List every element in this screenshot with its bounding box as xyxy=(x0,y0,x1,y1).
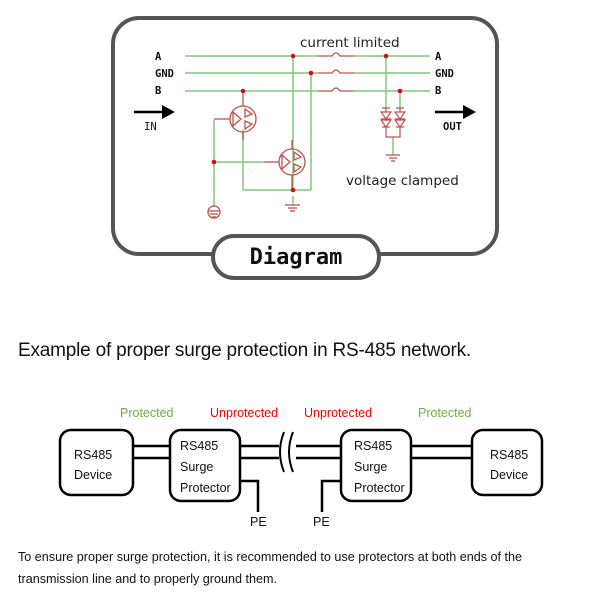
left-pe-lead xyxy=(240,479,260,512)
junction-dots xyxy=(211,53,403,193)
voltage-clamped-annotation: voltage clamped xyxy=(346,173,459,189)
right-pe-lead xyxy=(320,479,341,512)
junction-dot xyxy=(290,187,296,193)
zone-label-right-unprotected: Unprotected xyxy=(304,406,372,420)
right-pe-label: PE xyxy=(313,515,330,529)
junction-dot xyxy=(211,159,217,165)
junction-dot xyxy=(383,53,389,59)
left-protector-line2: Surge xyxy=(180,460,213,474)
tvs-diodes xyxy=(379,107,407,138)
gdt-2 xyxy=(264,140,306,190)
junction-dot xyxy=(397,88,403,94)
ground-symbol-tvs xyxy=(386,154,400,162)
left-pe-label: PE xyxy=(250,515,267,529)
zone-label-right-protected: Protected xyxy=(418,406,472,420)
fuse-gnd xyxy=(318,69,354,74)
bus-lines xyxy=(133,444,472,512)
current-limiters xyxy=(318,52,354,92)
right-protector-line3: Protector xyxy=(354,481,405,495)
output-arrow-label: OUT xyxy=(443,121,462,133)
right-protector-line2: Surge xyxy=(354,460,387,474)
input-arrow-label: IN xyxy=(144,121,157,133)
left-protector-line1: RS485 xyxy=(180,439,218,453)
right-device-line2: Device xyxy=(490,468,528,482)
right-device-line1: RS485 xyxy=(490,448,528,462)
junction-dot xyxy=(290,53,296,59)
zone-label-left-unprotected: Unprotected xyxy=(210,406,278,420)
junction-dot xyxy=(240,88,246,94)
footnote-text: To ensure proper surge protection, it is… xyxy=(18,550,523,586)
diagram-badge-label: Diagram xyxy=(250,245,343,270)
left-protector-line3: Protector xyxy=(180,481,231,495)
current-limited-annotation: current limited xyxy=(300,35,400,51)
input-line-label-a: A xyxy=(155,51,162,63)
left-device-line2: Device xyxy=(74,468,112,482)
input-arrow-icon xyxy=(134,105,175,119)
gdt-1 xyxy=(214,91,257,140)
junction-dot xyxy=(308,70,314,76)
output-line-label-a: A xyxy=(435,51,442,63)
output-arrow-icon xyxy=(435,105,476,119)
left-rs485-device xyxy=(58,428,135,497)
fuse-b xyxy=(318,87,354,92)
input-line-label-b: B xyxy=(155,85,161,97)
ground-symbol-gdt xyxy=(285,204,300,212)
output-line-label-gnd: GND xyxy=(435,68,454,80)
schematic-diagram: A GND B A GND B IN OUT current limited v… xyxy=(111,16,499,280)
network-diagram: Protected Unprotected Unprotected Protec… xyxy=(58,406,544,529)
left-surge-protector xyxy=(168,428,242,503)
section-heading: Example of proper surge protection in RS… xyxy=(18,340,472,361)
right-protector-line1: RS485 xyxy=(354,439,392,453)
right-rs485-device xyxy=(470,428,544,497)
left-device-line1: RS485 xyxy=(74,448,112,462)
output-line-label-b: B xyxy=(435,85,441,97)
fuse-a xyxy=(318,52,354,57)
input-line-label-gnd: GND xyxy=(155,68,174,80)
diagram-badge xyxy=(211,234,381,280)
earth-ground-symbol xyxy=(207,205,221,219)
cable-break-icon xyxy=(279,431,294,473)
right-surge-protector xyxy=(339,428,413,503)
zone-label-left-protected: Protected xyxy=(120,406,174,420)
